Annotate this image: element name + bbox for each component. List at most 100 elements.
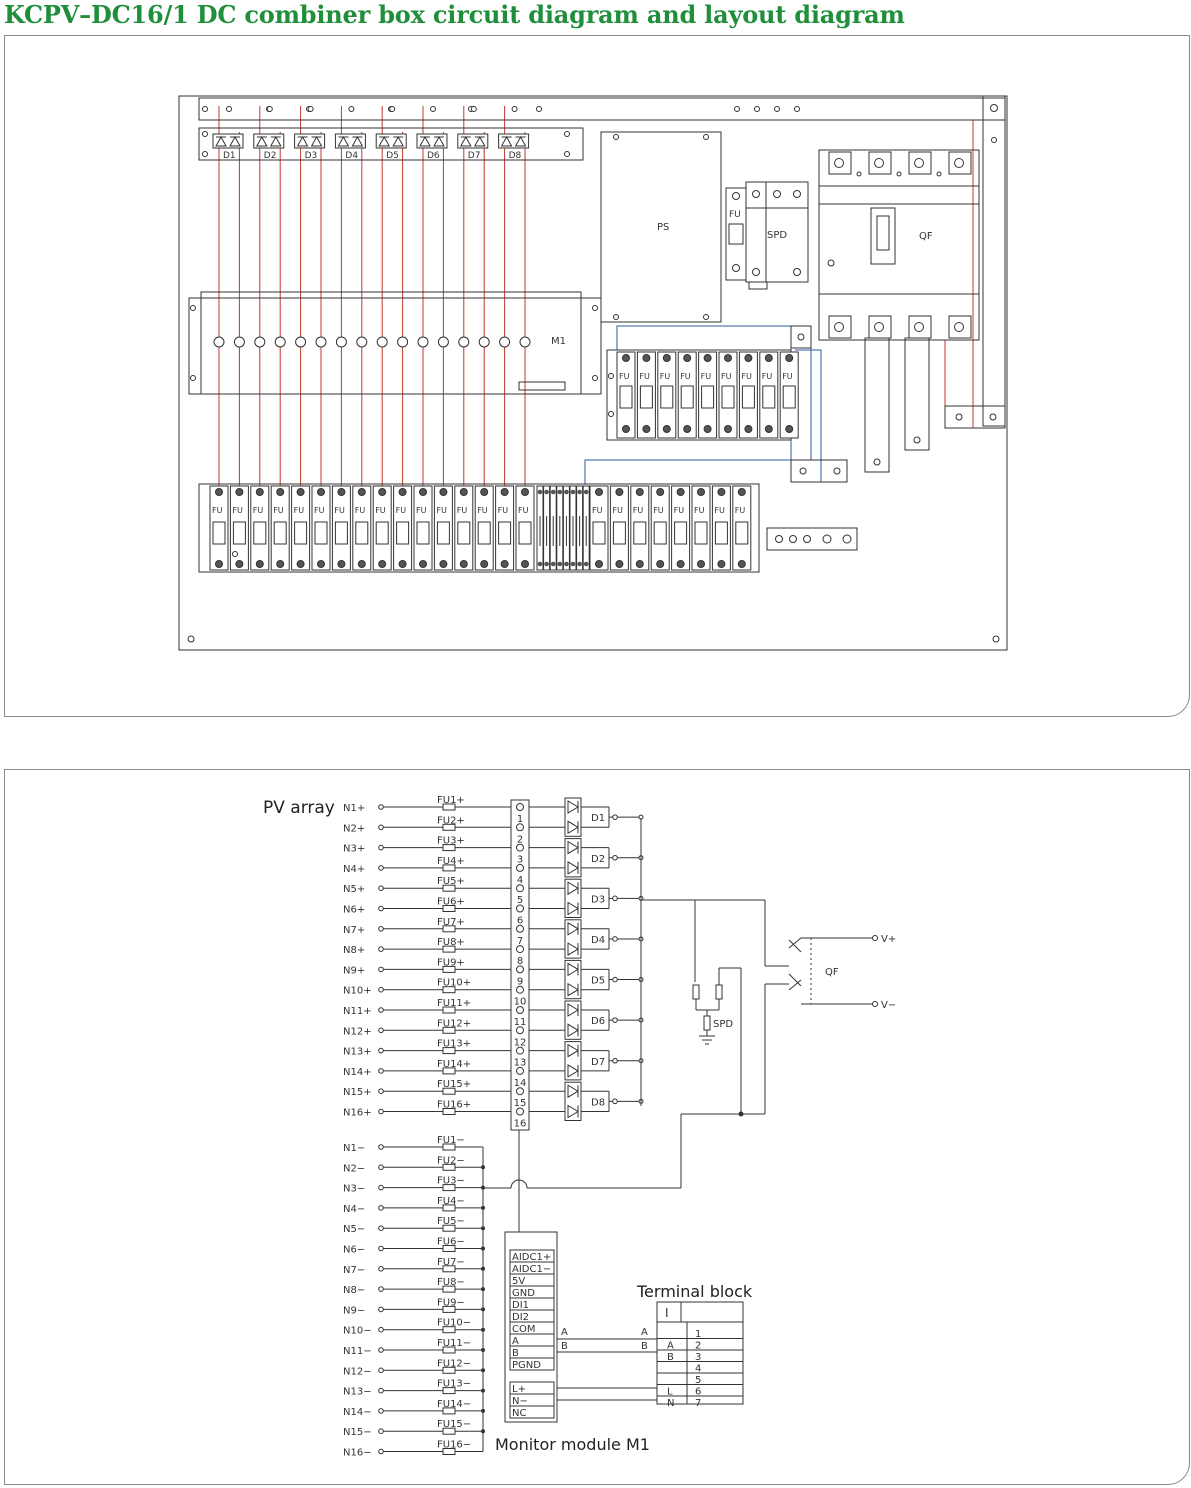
terminal-number: 7 bbox=[517, 936, 523, 947]
positive-input: N10+FU10+ bbox=[343, 978, 511, 997]
layout-diode: D5 bbox=[375, 133, 407, 161]
negative-fuse-label: FU15− bbox=[437, 1419, 471, 1430]
spd-label: SPD bbox=[767, 230, 787, 241]
negative-input-label: N15− bbox=[343, 1427, 372, 1438]
negative-fuse-label: FU6− bbox=[437, 1237, 465, 1248]
negative-inputs: N1− FU1− N2−FU2− N3−FU3− N4− FU4− N5− FU5− N6− FU… bbox=[343, 1135, 485, 1459]
fuse-label: FU bbox=[212, 506, 223, 515]
schematic-diagram: PV array N1+FU1+N2+FU2+N3+FU3+N4+FU4+N5+… bbox=[263, 795, 896, 1459]
spd-fuse-1 bbox=[692, 984, 700, 1000]
positive-fuse-label: FU9+ bbox=[437, 957, 465, 968]
positive-input: N9+ FU9+ bbox=[343, 957, 511, 976]
terminal-number: 10 bbox=[514, 997, 527, 1008]
negative-input: N6− FU6− bbox=[343, 1237, 485, 1256]
spd-fuse-2 bbox=[715, 984, 723, 1000]
negative-input: N13−FU13− bbox=[343, 1379, 485, 1398]
negative-input-label: N6− bbox=[343, 1245, 365, 1256]
fuse-label: FU bbox=[498, 506, 509, 515]
schematic-diode: D8 bbox=[529, 1081, 644, 1122]
m1-label: M1 bbox=[551, 336, 566, 347]
positive-input-label: N13+ bbox=[343, 1047, 372, 1058]
v-plus-label: V+ bbox=[881, 934, 896, 945]
positive-input: N1+FU1+ bbox=[343, 795, 511, 814]
monitor-pin-label: AIDC1− bbox=[512, 1264, 551, 1275]
positive-input-label: N2+ bbox=[343, 823, 365, 834]
positive-terminal-block bbox=[510, 799, 530, 1131]
surge-protector-spd bbox=[745, 181, 809, 283]
negative-fuse-label: FU4− bbox=[437, 1196, 465, 1207]
layout-output-fuse: FU bbox=[636, 351, 656, 439]
fuse-label: FU bbox=[314, 506, 325, 515]
layout-output-fuse: FU bbox=[718, 351, 738, 439]
tb-number: 5 bbox=[695, 1375, 701, 1386]
page-title: KCPV–DC16/1 DC combiner box circuit diag… bbox=[4, 0, 905, 29]
layout-input-fuse: FU bbox=[650, 485, 670, 571]
schematic-diode-label: D5 bbox=[591, 976, 605, 987]
terminal-block-label: Terminal block bbox=[636, 1282, 753, 1301]
schematic-diode: D6 bbox=[529, 1000, 644, 1040]
fuse-label: FU bbox=[396, 506, 407, 515]
negative-input-label: N1− bbox=[343, 1143, 365, 1154]
positive-fuse-label: FU8+ bbox=[437, 937, 465, 948]
layout-input-fuse: FU bbox=[711, 485, 731, 571]
negative-fuse-label: FU8− bbox=[437, 1277, 465, 1288]
fuse-label: FU bbox=[714, 506, 725, 515]
negative-fuse-label: FU1− bbox=[437, 1135, 465, 1146]
pv-array-label: PV array bbox=[263, 798, 335, 818]
comm-a-left: A bbox=[561, 1327, 568, 1338]
fuse-label: FU bbox=[436, 506, 447, 515]
negative-input: N15− FU15− bbox=[343, 1419, 485, 1438]
schematic-diode-label: D1 bbox=[591, 813, 605, 824]
positive-fuse-label: FU4+ bbox=[437, 856, 465, 867]
circuit-breaker-qf bbox=[818, 149, 980, 341]
layout-diode-label: D8 bbox=[509, 151, 522, 161]
tb-number: 6 bbox=[695, 1387, 701, 1398]
negative-fuse-label: FU5− bbox=[437, 1216, 465, 1227]
layout-diode-label: D5 bbox=[386, 151, 399, 161]
negative-input-label: N7− bbox=[343, 1265, 365, 1276]
negative-input: N3−FU3− bbox=[343, 1176, 485, 1195]
terminal-number: 8 bbox=[517, 956, 523, 967]
fuse-label: FU bbox=[416, 506, 427, 515]
layout-input-fuse: FU bbox=[229, 485, 249, 571]
layout-small-terminal bbox=[556, 485, 564, 571]
layout-input-fuse: FU bbox=[393, 485, 413, 571]
negative-fuse-label: FU3− bbox=[437, 1176, 465, 1187]
layout-diode-label: D7 bbox=[468, 151, 481, 161]
layout-diode: D4 bbox=[334, 133, 366, 161]
negative-input: N2−FU2− bbox=[343, 1155, 485, 1174]
negative-input: N4− FU4− bbox=[343, 1196, 485, 1215]
fuse-label: FU bbox=[294, 506, 305, 515]
qf-label: QF bbox=[919, 231, 933, 242]
positive-input: N14+FU14+ bbox=[343, 1059, 511, 1078]
positive-inputs: N1+FU1+N2+FU2+N3+FU3+N4+FU4+N5+FU5+N6+FU… bbox=[343, 795, 511, 1119]
negative-input-label: N5− bbox=[343, 1224, 365, 1235]
layout-output-fuse: FU bbox=[677, 351, 697, 439]
comm-b-right: B bbox=[641, 1341, 648, 1352]
negative-fuse-label: FU12− bbox=[437, 1358, 471, 1369]
layout-diode: D2 bbox=[253, 133, 285, 161]
monitor-pin-label: A bbox=[512, 1336, 519, 1347]
negative-input-label: N4− bbox=[343, 1204, 365, 1215]
positive-input-label: N9+ bbox=[343, 965, 365, 976]
monitor-module-label: Monitor module M1 bbox=[495, 1435, 650, 1454]
negative-fuse-label: FU11− bbox=[437, 1338, 471, 1349]
negative-input: N1− FU1− bbox=[343, 1135, 483, 1154]
layout-diode: D3 bbox=[294, 133, 326, 161]
layout-diode-label: D6 bbox=[427, 151, 440, 161]
layout-input-fuse: FU bbox=[372, 485, 392, 571]
power-supply-ps bbox=[600, 131, 722, 323]
negative-fuse-label: FU7− bbox=[437, 1257, 465, 1268]
positive-input: N16+FU16+ bbox=[343, 1100, 511, 1119]
monitor-power-pin-label: L+ bbox=[512, 1384, 526, 1395]
terminal-number: 9 bbox=[517, 976, 523, 987]
negative-input: N16−FU16− bbox=[343, 1440, 483, 1459]
breaker-handle[interactable] bbox=[870, 207, 896, 265]
mounting-plate bbox=[178, 95, 1008, 651]
schematic-diode: D3 bbox=[529, 878, 644, 918]
positive-fuse-label: FU7+ bbox=[437, 917, 465, 928]
negative-fuse-label: FU10− bbox=[437, 1318, 471, 1329]
negative-input: N11−FU11− bbox=[343, 1338, 485, 1357]
layout-small-terminal bbox=[562, 485, 570, 571]
positive-input: N2+FU2+ bbox=[343, 815, 511, 834]
